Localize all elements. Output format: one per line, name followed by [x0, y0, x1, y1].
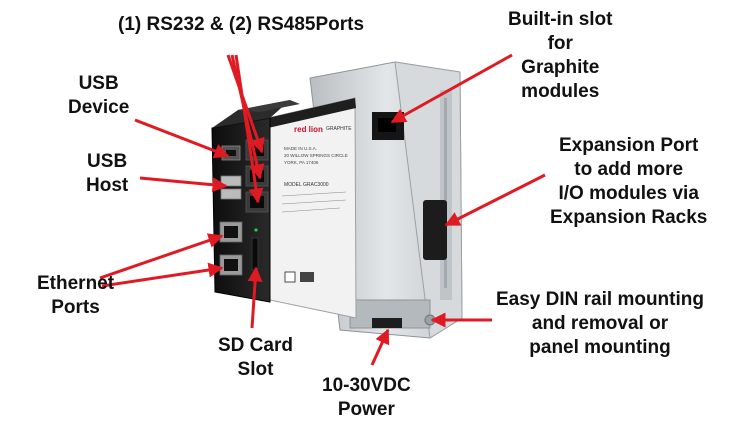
face-line-3: YORK, PA 17406	[284, 160, 319, 165]
label-expansion-port: Expansion Port to add more I/O modules v…	[550, 135, 708, 228]
face-line-2: 20 WILLOW SPRINGS CIRCLE	[284, 153, 348, 158]
label-sd-card: SD Card Slot	[218, 335, 293, 380]
label-din-rail: Easy DIN rail mounting and removal or pa…	[496, 289, 704, 358]
expansion-port	[423, 200, 447, 260]
usb-host-port-1	[220, 175, 242, 187]
weee-symbol	[284, 271, 296, 283]
label-graphite-slot: Built-in slot for Graphite modules	[508, 9, 613, 102]
cert-mark	[300, 272, 314, 282]
label-usb-device: USB Device	[68, 73, 130, 118]
label-ethernet: Ethernet Ports	[37, 273, 115, 318]
sd-card-slot	[251, 237, 259, 271]
face-line-1: MADE IN U.S.A.	[284, 146, 317, 151]
model-label: MODEL GRAC3000	[284, 182, 329, 188]
power-connector	[372, 318, 402, 328]
label-rs-ports: (1) RS232 & (2) RS485Ports	[118, 14, 365, 35]
mounting-screw	[424, 314, 436, 326]
brand-sub: GRAPHITE	[326, 126, 352, 132]
brand-logo: red lion	[294, 125, 323, 134]
label-power: 10-30VDC Power	[322, 375, 411, 420]
label-usb-host: USB Host	[86, 151, 129, 196]
front-label-panel: red lion GRAPHITE MADE IN U.S.A. 20 WILL…	[267, 97, 357, 319]
graphite-module-slot	[372, 112, 404, 140]
usb-host-port-2	[220, 188, 242, 200]
